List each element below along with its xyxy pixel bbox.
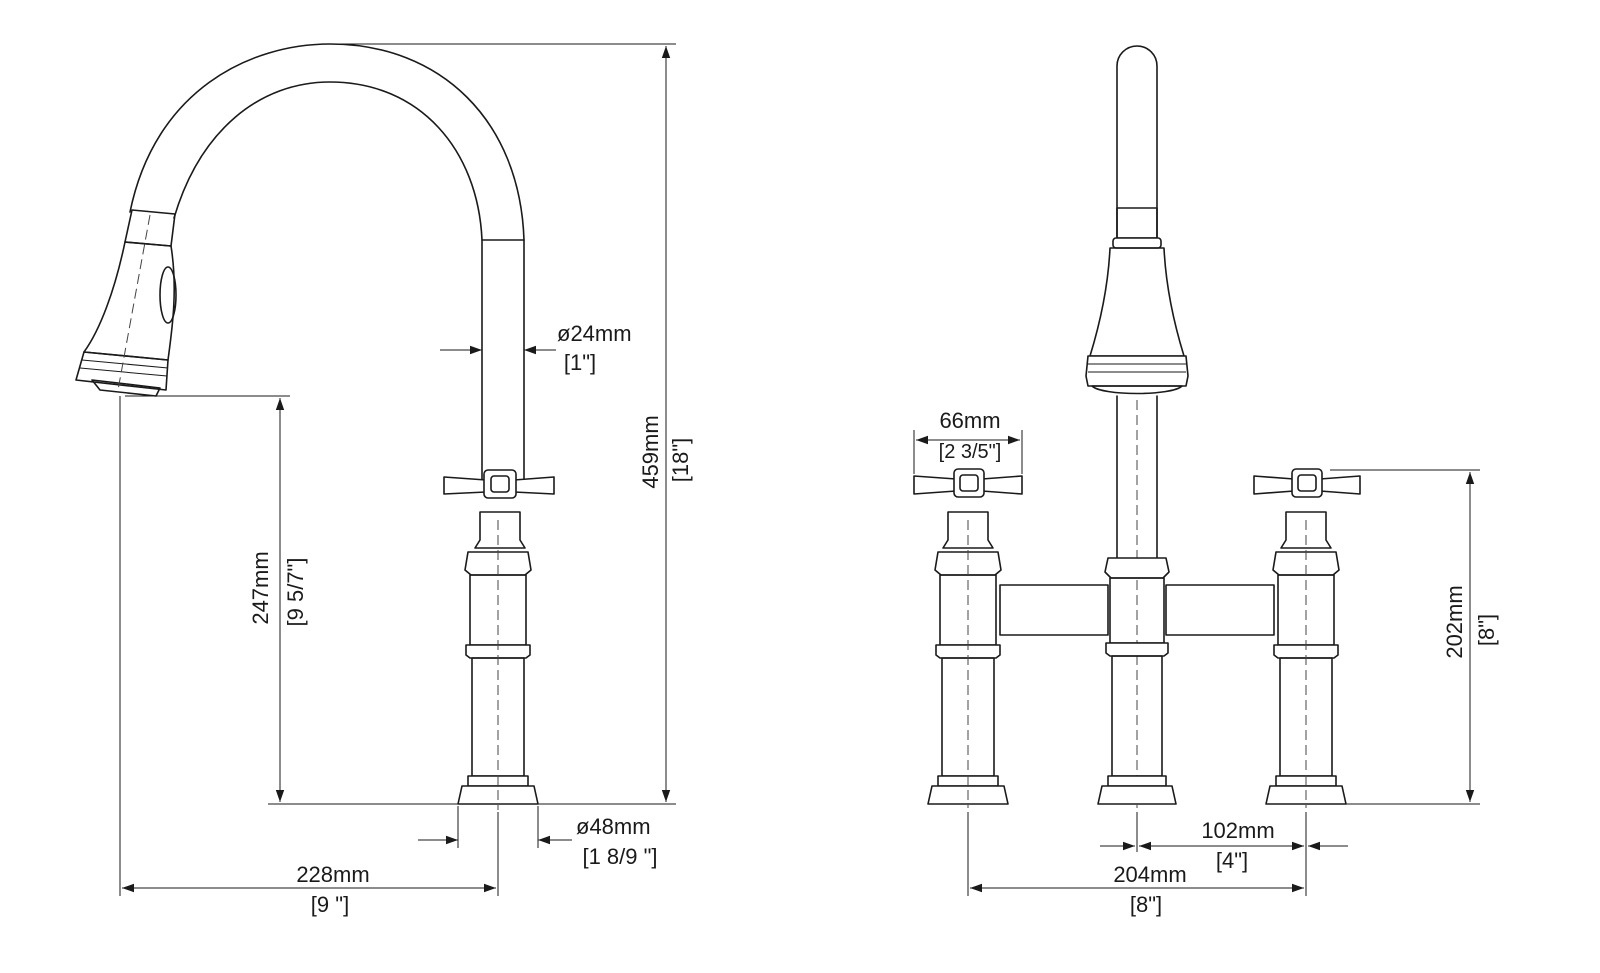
side-body: [457, 520, 539, 810]
spout-height-mm-label: 247mm: [248, 551, 273, 624]
left-handle-column: [913, 468, 1023, 808]
total-height-inch-label: [18"]: [668, 438, 693, 483]
handle-height-inch-label: [8"]: [1474, 614, 1499, 646]
spout-height-inch-label: [9 5/7"]: [283, 558, 308, 627]
total-height-mm-label: 459mm: [638, 415, 663, 488]
pipe-diameter-mm-label: ø24mm: [557, 321, 632, 346]
reach-inch-label: [9 "]: [311, 892, 349, 917]
pipe-diameter-inch-label: [1"]: [564, 350, 596, 375]
spread-mm-label: 204mm: [1113, 862, 1186, 887]
handle-height-mm-label: 202mm: [1442, 585, 1467, 658]
front-spout: [1085, 45, 1189, 808]
front-view-faucet: [913, 45, 1361, 808]
reach-mm-label: 228mm: [296, 862, 369, 887]
base-diameter-mm-label: ø48mm: [576, 814, 651, 839]
front-view-dimensions: 66mm [2 3/5"] 202mm [8"] 102mm [4"] 204m…: [913, 408, 1499, 917]
spray-head: [75, 209, 177, 397]
spread-inch-label: [8"]: [1130, 892, 1162, 917]
side-view-faucet: [75, 43, 555, 810]
handle-width-inch-label: [2 3/5"]: [939, 441, 1002, 463]
half-spread-inch-label: [4"]: [1216, 848, 1248, 873]
base-diameter-inch-label: [1 8/9 "]: [582, 844, 657, 869]
side-cross-handle: [443, 469, 555, 549]
right-handle-column: [1253, 468, 1361, 808]
side-view-dimensions: ø24mm [1"] 459mm [18"] 247mm [9 5/7"] ø4…: [119, 43, 693, 917]
handle-width-mm-label: 66mm: [939, 408, 1000, 433]
half-spread-mm-label: 102mm: [1201, 818, 1274, 843]
center-spout-column: [1097, 557, 1177, 805]
gooseneck-spout: [129, 43, 525, 481]
bridge-pipe: [999, 584, 1275, 636]
